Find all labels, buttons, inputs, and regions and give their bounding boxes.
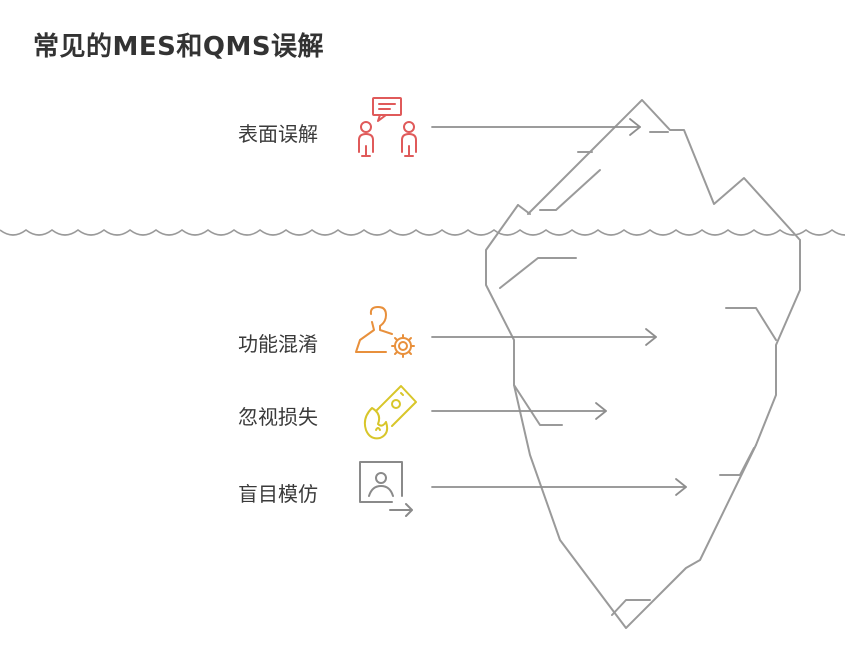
arrow-loss bbox=[431, 402, 607, 420]
label-blind-imitation: 盲目模仿 bbox=[238, 482, 318, 506]
arrow-imitation bbox=[431, 478, 687, 496]
person-gear-icon bbox=[355, 306, 415, 358]
arrow-surface bbox=[431, 118, 641, 136]
page-title: 常见的MES和QMS误解 bbox=[33, 32, 325, 62]
label-surface-misunderstanding: 表面误解 bbox=[238, 122, 318, 146]
iceberg-outline bbox=[485, 99, 801, 629]
label-function-confusion: 功能混淆 bbox=[238, 332, 318, 356]
burning-money-icon bbox=[363, 385, 417, 440]
water-line bbox=[0, 228, 845, 236]
people-chat-icon bbox=[358, 97, 417, 157]
user-card-exit-icon bbox=[359, 461, 413, 517]
label-ignore-loss: 忽视损失 bbox=[238, 405, 318, 429]
arrow-function bbox=[431, 328, 657, 346]
